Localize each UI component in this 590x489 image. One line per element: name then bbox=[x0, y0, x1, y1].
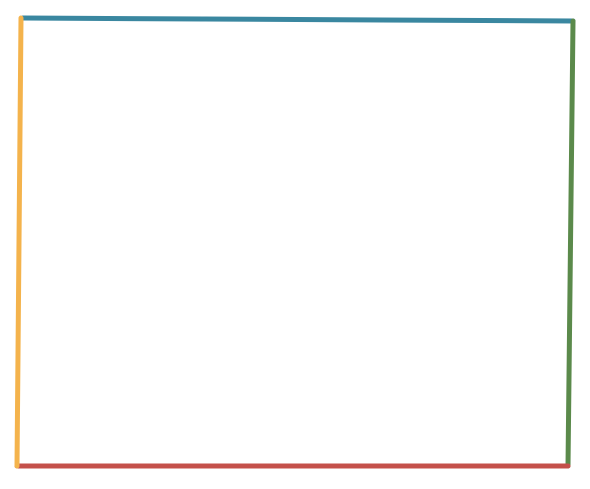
right-edge bbox=[565, 18, 576, 469]
top-edge bbox=[20, 15, 576, 24]
left-edge bbox=[14, 15, 24, 469]
